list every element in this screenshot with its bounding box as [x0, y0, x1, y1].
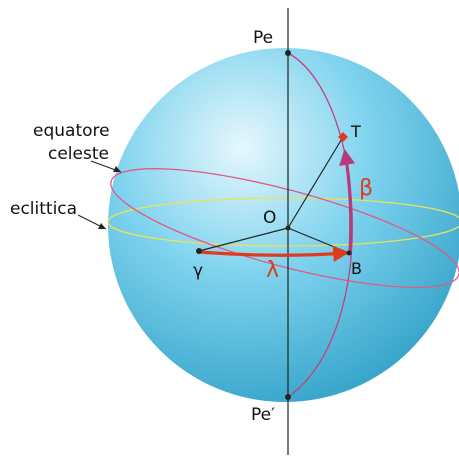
- sphere: [108, 48, 459, 402]
- point-pe-top: [285, 50, 291, 56]
- point-o: [285, 225, 291, 231]
- point-t: [338, 132, 348, 142]
- beta-arrow: [339, 148, 355, 253]
- line-o-t: [287, 136, 344, 229]
- point-pe-bottom: [285, 394, 291, 400]
- label-pe-top: Pe: [253, 28, 273, 48]
- point-gamma: [196, 248, 202, 254]
- line-o-gamma: [198, 227, 289, 252]
- lambda-arrow: [199, 245, 350, 262]
- label-ecliptic: eclittica: [10, 199, 77, 219]
- label-gamma: γ: [193, 261, 203, 281]
- point-b: [346, 250, 352, 256]
- ecliptic-ring: [107, 197, 459, 247]
- label-equator-line1: equatore: [33, 121, 110, 141]
- label-pe-bottom: Pe′: [251, 405, 275, 425]
- label-b: B: [351, 259, 362, 278]
- label-t: T: [350, 122, 361, 141]
- label-beta: β: [359, 176, 373, 201]
- label-equator-line2: celeste: [48, 144, 109, 164]
- equator-pointer-head: [113, 166, 121, 172]
- label-lambda: λ: [266, 258, 279, 283]
- ecliptic-pointer-head: [98, 223, 106, 229]
- label-o: O: [263, 208, 276, 228]
